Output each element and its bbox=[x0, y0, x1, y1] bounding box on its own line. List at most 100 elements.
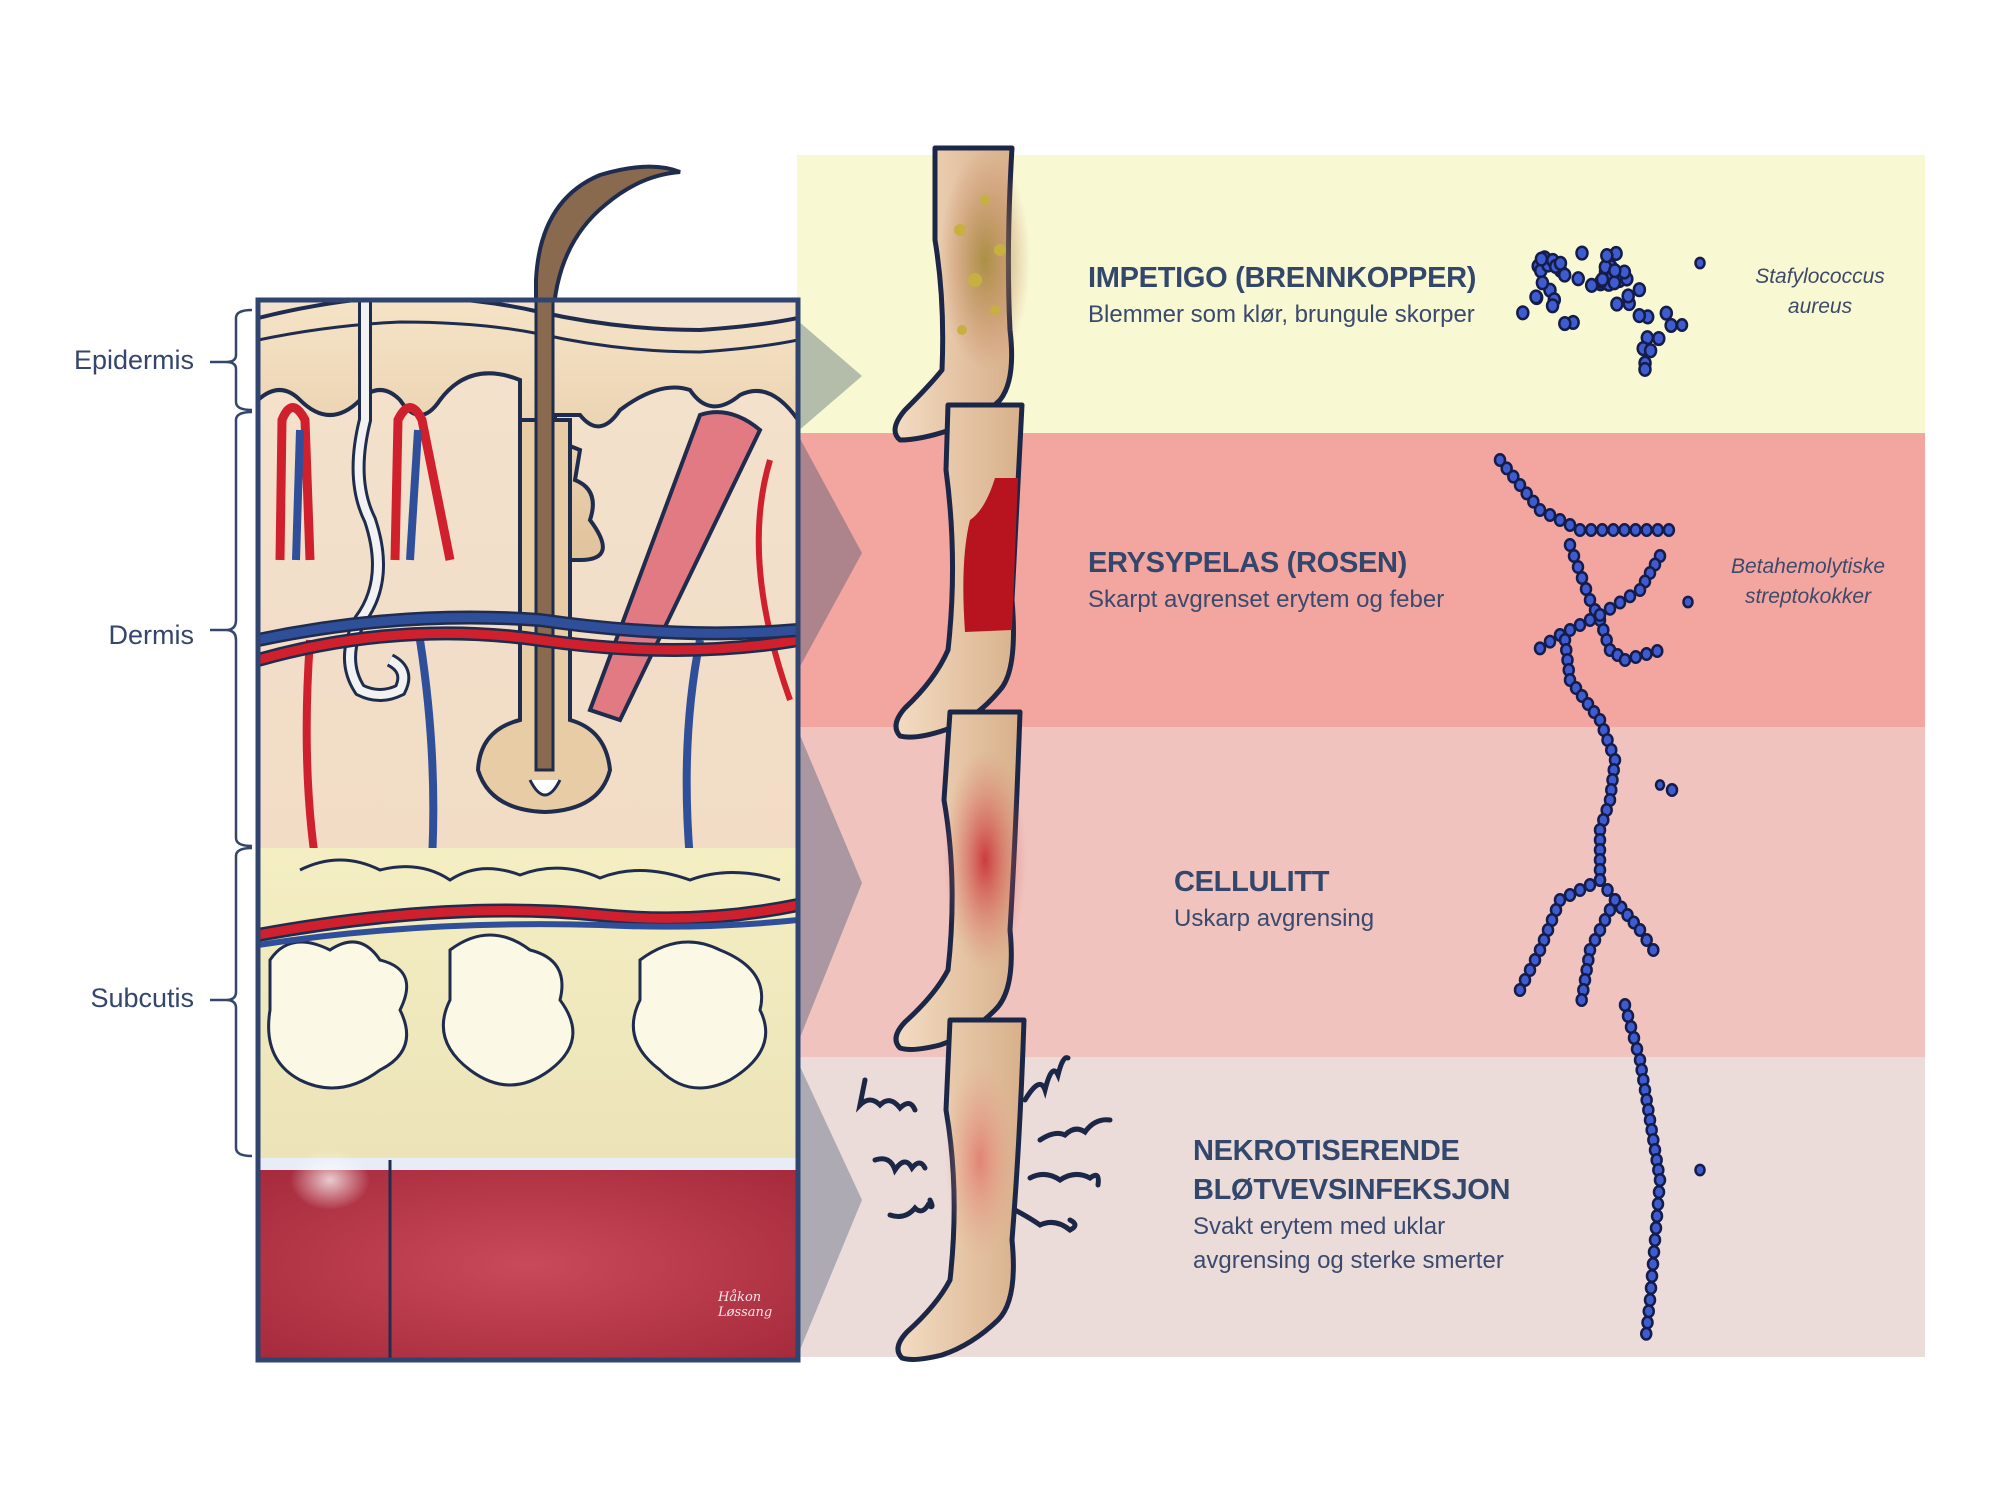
strep-coccus bbox=[1607, 523, 1620, 537]
strep-coccus bbox=[1593, 873, 1607, 887]
strep-coccus bbox=[1603, 601, 1617, 616]
strep-coccus bbox=[1613, 595, 1627, 610]
fascia bbox=[258, 1158, 798, 1170]
staph-coccus bbox=[1694, 256, 1706, 270]
desc-necrotizing-line1: Svakt erytem med uklar bbox=[1193, 1213, 1446, 1240]
strep-coccus bbox=[1665, 783, 1679, 797]
strep-coccus bbox=[1648, 1233, 1662, 1247]
layer-label-epidermis: Epidermis bbox=[73, 345, 194, 375]
hair-shaft bbox=[534, 300, 555, 772]
staph-coccus bbox=[1575, 245, 1589, 261]
strep-coccus bbox=[1647, 1245, 1661, 1259]
bracket-epidermis bbox=[210, 308, 253, 412]
layer-brackets bbox=[210, 308, 253, 1158]
staph-coccus bbox=[1516, 305, 1530, 321]
layer-label-dermis: Dermis bbox=[108, 620, 195, 650]
species-staph-line2: aureus bbox=[1787, 295, 1853, 318]
strep-coccus bbox=[1629, 523, 1642, 537]
strep-coccus bbox=[1543, 634, 1557, 649]
strep-coccus bbox=[1654, 779, 1666, 791]
staph-coccus bbox=[1608, 263, 1622, 279]
title-necrotizing-line1: NEKROTISERENDE bbox=[1193, 1135, 1460, 1167]
strep-coccus bbox=[1523, 963, 1537, 977]
strep-coccus bbox=[1642, 1304, 1655, 1319]
strep-coccus bbox=[1527, 494, 1540, 509]
staph-coccus bbox=[1553, 255, 1568, 271]
strep-coccus bbox=[1662, 523, 1676, 537]
strep-coccus bbox=[1682, 595, 1694, 609]
desc-necrotizing-line2: avgrensing og sterke smerter bbox=[1193, 1247, 1504, 1274]
strep-coccus bbox=[1608, 893, 1622, 907]
strep-coccus bbox=[1649, 1221, 1663, 1235]
strep-coccus bbox=[1650, 1209, 1664, 1223]
strep-coccus bbox=[1563, 518, 1577, 532]
strep-coccus bbox=[1603, 903, 1617, 917]
strep-coccus bbox=[1593, 923, 1607, 937]
strep-coccus bbox=[1623, 589, 1637, 604]
strep-coccus bbox=[1520, 486, 1533, 501]
cross-section-frame bbox=[255, 297, 801, 1363]
staph-coccus bbox=[1584, 277, 1599, 293]
strep-coccus bbox=[1543, 508, 1557, 522]
staph-coccus bbox=[1545, 298, 1560, 314]
staph-coccus bbox=[1534, 251, 1549, 267]
title-cellulitis: CELLULITT bbox=[1174, 866, 1330, 898]
strep-coccus bbox=[1583, 878, 1597, 892]
title-erysipelas: ERYSYPELAS (ROSEN) bbox=[1088, 547, 1408, 579]
strep-coccus bbox=[1601, 883, 1614, 897]
strep-coccus bbox=[1643, 1293, 1657, 1307]
strep-coccus bbox=[1694, 1163, 1706, 1177]
species-staph-line1: Stafylococcus bbox=[1755, 265, 1885, 288]
staph-coccus bbox=[1607, 275, 1622, 291]
species-strep-line2: streptokokker bbox=[1744, 585, 1872, 608]
strep-coccus bbox=[1518, 973, 1532, 987]
hair-icon bbox=[534, 164, 681, 432]
artist-signature: Håkon Løssang bbox=[718, 1290, 773, 1320]
arrow-necrotizing bbox=[797, 1060, 862, 1357]
staph-coccus bbox=[1664, 317, 1678, 333]
desc-cellulitis: Uskarp avgrensing bbox=[1174, 905, 1375, 932]
bracket-subcutis bbox=[210, 846, 253, 1158]
strep-coccus bbox=[1618, 523, 1631, 537]
staph-coccus bbox=[1600, 248, 1614, 264]
erythema-faint bbox=[944, 1060, 1016, 1260]
strep-coccus bbox=[1595, 523, 1609, 537]
skin-cross-section bbox=[255, 164, 801, 1363]
strep-coccus bbox=[1573, 523, 1587, 537]
strep-coccus bbox=[1528, 953, 1542, 967]
strep-coccus bbox=[1652, 1185, 1666, 1199]
capillary-loop bbox=[275, 403, 315, 561]
staph-coccus bbox=[1595, 271, 1610, 287]
strep-coccus bbox=[1573, 883, 1587, 897]
strep-coccus bbox=[1533, 943, 1547, 957]
staph-coccus bbox=[1529, 289, 1543, 305]
strep-coccus bbox=[1645, 1269, 1659, 1283]
strep-coccus bbox=[1553, 513, 1567, 527]
strep-coccus bbox=[1644, 1281, 1658, 1295]
strep-coccus bbox=[1493, 453, 1507, 467]
strep-coccus bbox=[1533, 641, 1547, 656]
strep-coccus bbox=[1500, 461, 1513, 476]
layer-label-subcutis: Subcutis bbox=[90, 983, 194, 1013]
strep-coccus bbox=[1575, 993, 1588, 1007]
strep-coccus bbox=[1598, 913, 1612, 927]
desc-impetigo: Blemmer som klør, brungule skorper bbox=[1088, 301, 1475, 328]
capillary-loop bbox=[390, 403, 455, 561]
title-necrotizing-line2: BLØTVEVSINFEKSJON bbox=[1193, 1174, 1511, 1206]
staph-coccus bbox=[1652, 330, 1666, 347]
pain-squiggle-icon bbox=[855, 1055, 1113, 1233]
strep-coccus bbox=[1653, 1173, 1667, 1187]
strep-coccus bbox=[1563, 888, 1577, 902]
staph-coccus bbox=[1643, 343, 1658, 359]
arrow-impetigo bbox=[797, 320, 862, 432]
staph-coccus bbox=[1558, 315, 1572, 332]
staph-coccus bbox=[1535, 275, 1550, 291]
strep-coccus bbox=[1507, 469, 1520, 484]
strep-coccus bbox=[1651, 644, 1664, 658]
strep-coccus bbox=[1583, 613, 1597, 627]
staph-coccus bbox=[1610, 296, 1624, 312]
strep-coccus bbox=[1641, 1315, 1654, 1330]
